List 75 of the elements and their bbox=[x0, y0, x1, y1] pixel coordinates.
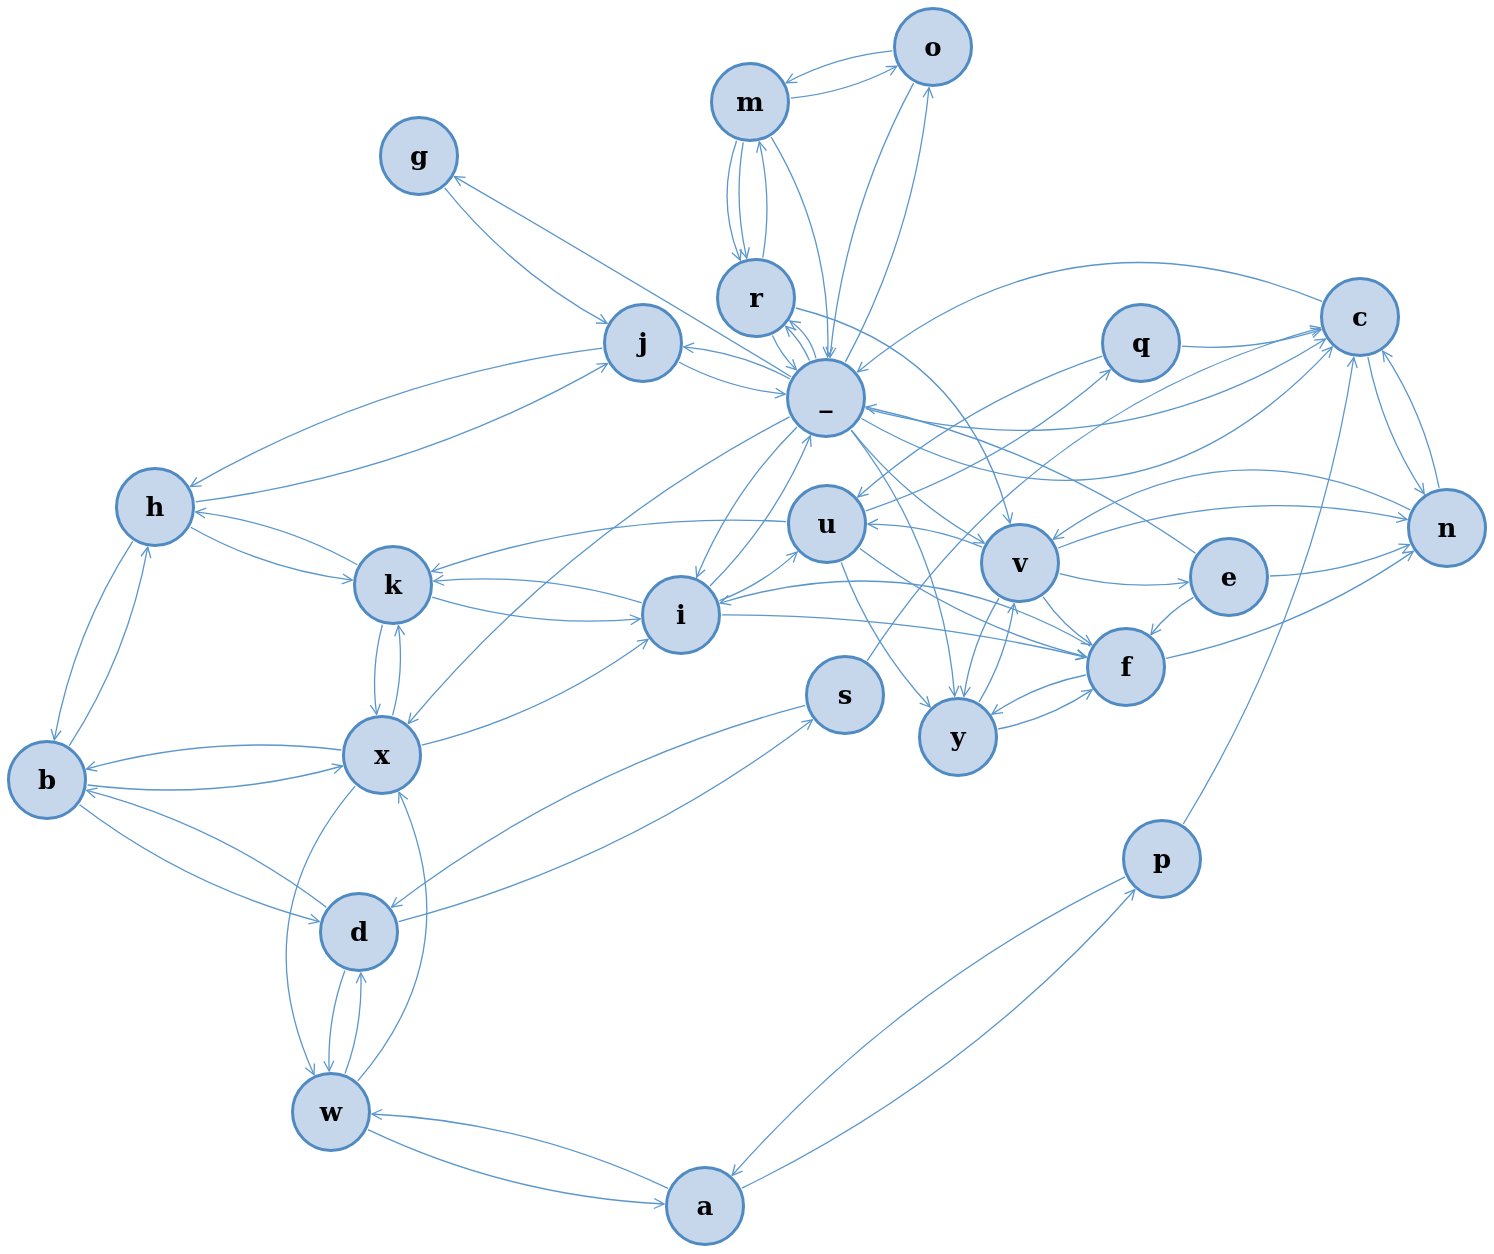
arrow bbox=[86, 787, 328, 908]
arrow bbox=[959, 597, 1000, 698]
node-label: p bbox=[1152, 846, 1172, 872]
node-label: j bbox=[638, 330, 648, 356]
arrow bbox=[844, 87, 934, 363]
arrow bbox=[85, 744, 342, 772]
arrow bbox=[795, 307, 1013, 524]
arrow bbox=[195, 362, 609, 503]
arrow bbox=[865, 369, 1111, 512]
arrow bbox=[431, 519, 787, 574]
node-label: x bbox=[374, 742, 390, 768]
arrow bbox=[68, 546, 152, 747]
arrow bbox=[398, 719, 814, 923]
arrow bbox=[369, 623, 384, 716]
arrow bbox=[864, 338, 1327, 432]
node-label: i bbox=[676, 602, 686, 628]
arrow bbox=[1165, 550, 1414, 660]
node-label: v bbox=[1012, 550, 1028, 576]
node-label: h bbox=[145, 494, 165, 520]
node-label: e bbox=[1220, 564, 1238, 590]
arrow bbox=[866, 325, 1322, 662]
arrow bbox=[421, 638, 649, 746]
arrow bbox=[431, 596, 641, 626]
node-label: u bbox=[817, 511, 837, 537]
arrow bbox=[1058, 573, 1189, 590]
arrow bbox=[87, 763, 344, 791]
node-label: a bbox=[696, 1193, 714, 1219]
node-label: m bbox=[736, 89, 764, 115]
arrow bbox=[50, 540, 134, 741]
arrow bbox=[859, 547, 1087, 660]
arrow bbox=[770, 136, 834, 358]
arrow bbox=[453, 175, 792, 378]
node-label: q bbox=[1131, 330, 1151, 356]
arrow bbox=[865, 403, 1197, 554]
arrow bbox=[991, 674, 1087, 715]
arrow bbox=[997, 689, 1093, 730]
arrow bbox=[978, 602, 1019, 703]
arrow bbox=[390, 704, 806, 908]
node-label: o bbox=[924, 34, 942, 60]
node-label: f bbox=[1120, 654, 1132, 680]
arrow bbox=[1367, 356, 1425, 495]
node-label: g bbox=[409, 143, 429, 169]
node-label: w bbox=[319, 1099, 343, 1125]
arrow bbox=[1182, 356, 1358, 825]
node-label: d bbox=[349, 919, 369, 945]
node-label: n bbox=[1437, 515, 1457, 541]
node-label: c bbox=[1352, 304, 1368, 330]
arrow bbox=[1181, 327, 1322, 348]
node-label: r bbox=[749, 285, 763, 311]
arrow bbox=[785, 50, 893, 84]
arrow bbox=[78, 804, 320, 925]
arrow bbox=[391, 624, 406, 717]
arrow bbox=[857, 355, 1103, 498]
arrow bbox=[789, 320, 817, 359]
arrow bbox=[195, 507, 358, 566]
node-label: s bbox=[837, 682, 853, 708]
node-label: k bbox=[384, 572, 402, 598]
arrow bbox=[719, 580, 1092, 647]
arrow bbox=[755, 141, 768, 259]
arrow bbox=[1150, 596, 1195, 636]
node-label: b bbox=[37, 767, 57, 793]
node-label: _ bbox=[819, 385, 833, 411]
arrow bbox=[860, 346, 1333, 481]
arrow bbox=[825, 82, 915, 358]
arrow bbox=[433, 574, 643, 604]
arrow bbox=[1042, 596, 1093, 646]
node-label: y bbox=[950, 724, 966, 750]
arrow bbox=[721, 614, 1087, 661]
arrow bbox=[190, 526, 353, 585]
arrow bbox=[790, 65, 898, 99]
arrow bbox=[444, 187, 608, 325]
arrow bbox=[850, 429, 960, 697]
arrow bbox=[738, 141, 751, 259]
arrow bbox=[1382, 350, 1440, 489]
arrow bbox=[189, 347, 603, 488]
